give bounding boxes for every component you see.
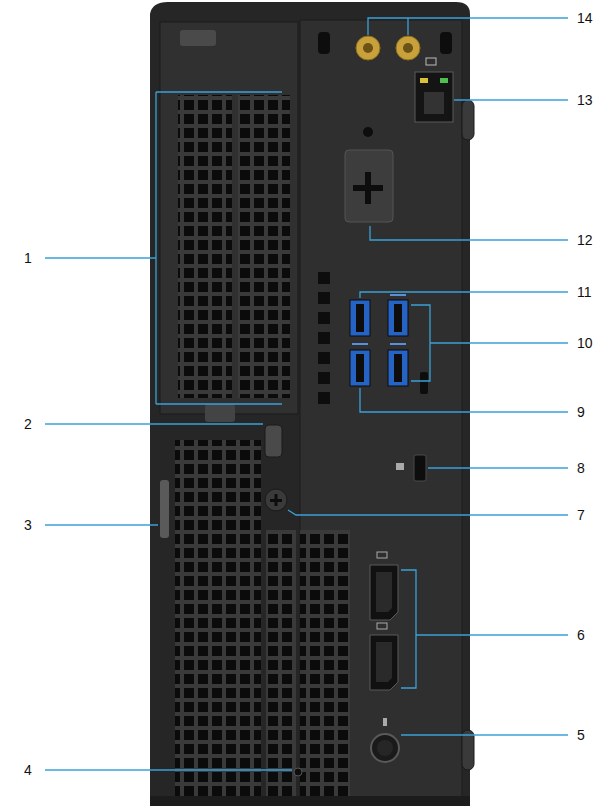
callout-number: 7 <box>577 506 585 524</box>
callout-number: 12 <box>577 231 593 249</box>
leader-bracket <box>401 570 568 688</box>
security-slot <box>396 455 426 481</box>
leader-line <box>288 510 568 515</box>
leader-line <box>368 18 568 35</box>
displayport <box>370 552 398 690</box>
leader-line <box>428 467 568 468</box>
slot-hole <box>440 32 452 54</box>
leader-line <box>370 226 568 240</box>
callout-number: 13 <box>577 91 593 109</box>
leader-line <box>360 292 568 298</box>
io-panel <box>300 20 462 806</box>
side-latch <box>462 730 474 770</box>
leader-lines <box>45 18 568 770</box>
antenna-connector <box>356 36 420 60</box>
option-cover <box>345 127 393 222</box>
leader-bracket <box>411 305 568 381</box>
thumb-screw <box>265 489 287 511</box>
callout-number: 11 <box>577 283 592 301</box>
slot-hole <box>318 32 330 54</box>
power-button <box>371 718 399 762</box>
callout-number: 8 <box>577 459 585 477</box>
callout-number: 5 <box>577 726 585 744</box>
vent-grid <box>238 95 290 398</box>
slot-clip <box>205 404 235 422</box>
callout-number: 4 <box>24 761 32 779</box>
vent-slits <box>318 272 330 404</box>
usb-port <box>350 294 408 386</box>
ethernet-port <box>415 58 453 122</box>
vent-grid <box>178 95 232 398</box>
leader-bracket <box>45 92 282 404</box>
slot-latch <box>180 30 216 46</box>
side-latch <box>462 100 474 140</box>
cable-clip <box>265 425 282 457</box>
leader-line <box>45 423 263 424</box>
callout-number: 10 <box>577 334 593 352</box>
slot-hole <box>420 372 428 394</box>
leader-line <box>360 388 568 412</box>
leader-line <box>454 99 568 100</box>
callout-number: 3 <box>24 516 32 534</box>
slot-cover <box>160 22 298 414</box>
leader-line <box>45 524 158 525</box>
vent-grid <box>175 440 261 798</box>
leader-line <box>45 769 292 770</box>
vent-grid <box>266 530 296 798</box>
callout-number: 14 <box>577 9 593 27</box>
callout-number: 2 <box>24 415 32 433</box>
release-latch <box>160 480 169 538</box>
chassis-base <box>150 796 470 806</box>
leader-line <box>401 734 568 735</box>
callout-number: 6 <box>577 626 585 644</box>
callout-number: 9 <box>577 403 585 421</box>
callout-number: 1 <box>24 249 32 267</box>
screw-hole <box>294 768 302 776</box>
vent-grid <box>300 530 350 798</box>
